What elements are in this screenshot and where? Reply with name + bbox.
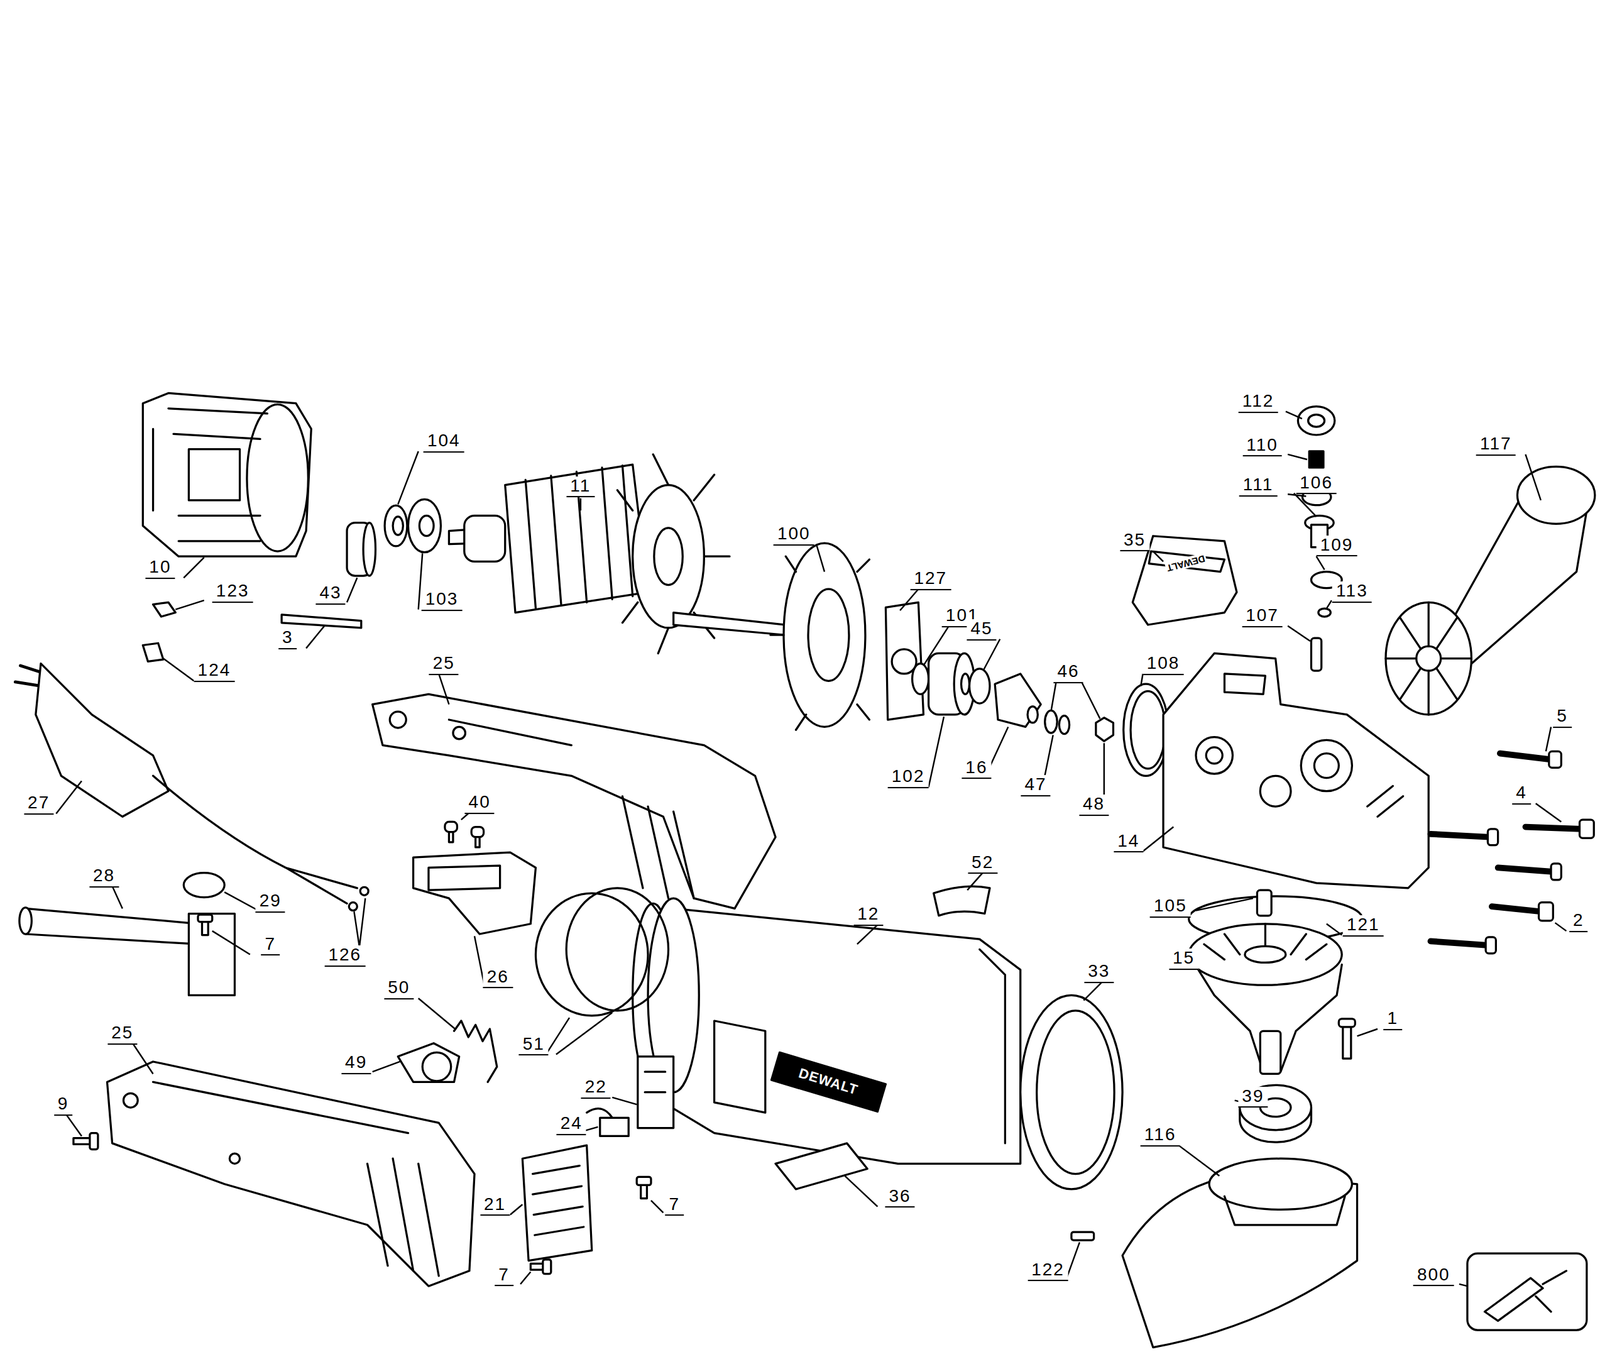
callout-number: 122 [1027, 1260, 1069, 1282]
callout-number: 4 [1512, 783, 1531, 805]
callout-number: 106 [1295, 473, 1337, 495]
callout-number: 111 [1239, 475, 1278, 497]
callout-number: 800 [1413, 1265, 1455, 1287]
callout-number: 27 [23, 793, 54, 816]
callout-number: 124 [194, 661, 236, 683]
callout-number: 33 [1084, 962, 1114, 984]
callout-number: 108 [1143, 653, 1184, 675]
callout-number: 116 [1140, 1124, 1181, 1147]
callout-number: 28 [89, 865, 119, 888]
callout-number: 113 [1332, 581, 1372, 603]
callout-number: 26 [483, 967, 513, 989]
callout-number: 127 [909, 568, 951, 591]
callout-number: 25 [429, 653, 459, 675]
callout-number: 102 [887, 766, 929, 789]
callout-number: 36 [885, 1186, 916, 1208]
callout-number: 110 [1242, 435, 1283, 457]
callout-number: 123 [212, 581, 254, 603]
callout-number: 14 [1113, 831, 1144, 853]
callout-number: 104 [423, 431, 465, 453]
callout-number: 50 [383, 977, 414, 1000]
callout-number: 2 [1569, 910, 1589, 932]
callout-number: 43 [316, 583, 346, 605]
callout-number: 100 [773, 524, 815, 546]
callout-number: 12 [853, 904, 883, 927]
callout-number: 48 [1079, 794, 1109, 816]
brand-text: DEWALT [796, 1065, 860, 1098]
callout-number: 103 [421, 589, 463, 611]
callout-number: 22 [581, 1077, 611, 1099]
callout-number: 121 [1342, 915, 1384, 937]
callout-number: 105 [1150, 896, 1191, 919]
callout-number: 9 [54, 1094, 73, 1117]
callout-number: 40 [465, 792, 495, 814]
callout-number: 5 [1552, 706, 1572, 729]
callout-number: 15 [1168, 948, 1199, 970]
callout-number: 126 [324, 945, 366, 968]
callout-number: 35 [1119, 530, 1150, 552]
callout-number: 16 [961, 757, 992, 780]
callout-number: 112 [1238, 391, 1279, 413]
callout-number: 49 [341, 1052, 371, 1074]
callout-number: 11 [566, 476, 595, 498]
callout-number: 29 [255, 891, 286, 913]
callout-number: 7 [494, 1265, 514, 1287]
callout-number: 3 [278, 628, 298, 650]
callout-number: 46 [1053, 661, 1083, 684]
callout-number: 1 [1383, 1008, 1403, 1031]
callout-number: 24 [556, 1113, 587, 1135]
callout-number: 7 [260, 934, 280, 956]
callout-number: 25 [107, 1023, 137, 1045]
callout-number: 10 [145, 558, 175, 580]
callout-number: 45 [966, 619, 997, 641]
callout-number: 107 [1241, 605, 1283, 628]
callout-number: 39 [1238, 1086, 1268, 1108]
callout-number: 7 [664, 1194, 684, 1217]
callout-number: 117 [1476, 434, 1516, 456]
callout-number: 51 [519, 1034, 549, 1056]
callout-number: 52 [967, 852, 998, 875]
callout-number: 21 [480, 1194, 510, 1217]
callout-number: 47 [1021, 774, 1051, 797]
brand-text: DEWALT [1164, 553, 1208, 574]
callout-number: 109 [1316, 535, 1358, 557]
